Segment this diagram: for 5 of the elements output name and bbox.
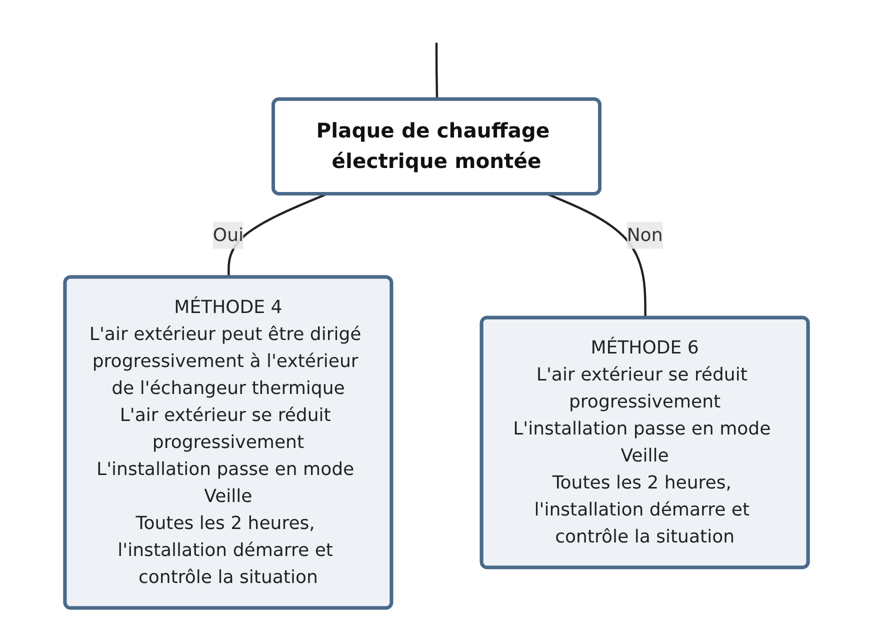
edge-label: Oui (212, 224, 244, 246)
edge-label: Non (626, 224, 663, 246)
connector (435, 42, 438, 100)
connector (547, 193, 646, 318)
connector (228, 193, 327, 278)
